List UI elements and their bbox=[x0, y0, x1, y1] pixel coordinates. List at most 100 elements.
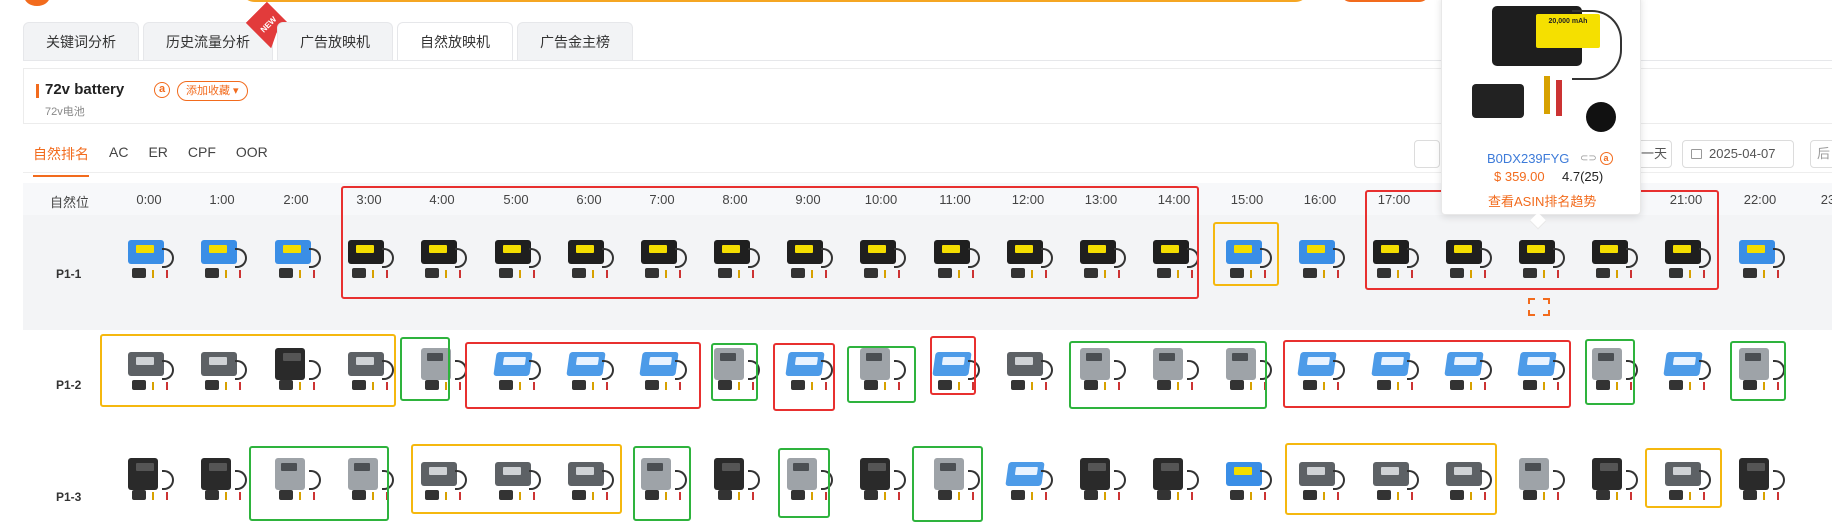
product-thumbnail[interactable] bbox=[195, 342, 249, 396]
product-thumbnail[interactable] bbox=[1586, 452, 1640, 506]
add-favorite-button[interactable]: 添加收藏 ▾ bbox=[177, 81, 248, 101]
thumbnail-charger bbox=[1303, 380, 1317, 390]
product-thumbnail[interactable] bbox=[928, 342, 982, 396]
product-thumbnail[interactable] bbox=[708, 342, 762, 396]
product-thumbnail[interactable] bbox=[1147, 452, 1201, 506]
top-search-strip bbox=[0, 0, 1832, 20]
product-thumbnail[interactable] bbox=[635, 342, 689, 396]
product-thumbnail[interactable] bbox=[415, 230, 469, 284]
product-thumbnail[interactable] bbox=[1001, 452, 1055, 506]
next-day-button[interactable]: 后 bbox=[1810, 140, 1832, 168]
product-thumbnail[interactable] bbox=[781, 342, 835, 396]
thumbnail-cable bbox=[455, 248, 467, 268]
product-thumbnail[interactable] bbox=[1733, 452, 1787, 506]
product-thumbnail[interactable] bbox=[708, 452, 762, 506]
product-thumbnail[interactable] bbox=[342, 452, 396, 506]
amazon-icon[interactable]: a bbox=[1599, 152, 1613, 165]
product-thumbnail[interactable] bbox=[562, 230, 616, 284]
product-thumbnail[interactable] bbox=[1513, 230, 1567, 284]
product-thumbnail[interactable] bbox=[1733, 342, 1787, 396]
product-thumbnail[interactable] bbox=[1367, 230, 1421, 284]
date-picker[interactable]: 2025-04-07 bbox=[1682, 140, 1794, 168]
product-thumbnail[interactable] bbox=[1074, 452, 1128, 506]
product-thumbnail[interactable] bbox=[195, 452, 249, 506]
product-thumbnail[interactable] bbox=[1293, 230, 1347, 284]
product-thumbnail[interactable] bbox=[1733, 230, 1787, 284]
product-thumbnail[interactable] bbox=[1147, 342, 1201, 396]
product-thumbnail[interactable] bbox=[489, 452, 543, 506]
calendar-icon bbox=[1691, 149, 1702, 159]
product-thumbnail[interactable] bbox=[195, 230, 249, 284]
product-thumbnail[interactable] bbox=[1586, 342, 1640, 396]
product-thumbnail[interactable] bbox=[269, 342, 323, 396]
product-thumbnail[interactable] bbox=[122, 230, 176, 284]
product-thumbnail[interactable] bbox=[489, 230, 543, 284]
product-thumbnail[interactable] bbox=[415, 342, 469, 396]
product-thumbnail[interactable] bbox=[269, 230, 323, 284]
product-thumbnail[interactable] bbox=[635, 452, 689, 506]
tab-oor[interactable]: OOR bbox=[235, 144, 268, 160]
search-input[interactable] bbox=[240, 0, 1310, 2]
tab-cpf[interactable]: CPF bbox=[187, 144, 216, 160]
thumbnail-box bbox=[1299, 240, 1335, 264]
tab-keyword-analysis[interactable]: 关键词分析 bbox=[23, 22, 139, 60]
product-thumbnail[interactable] bbox=[1513, 342, 1567, 396]
product-thumbnail[interactable] bbox=[928, 230, 982, 284]
thumbnail-charger bbox=[1523, 380, 1537, 390]
product-thumbnail[interactable] bbox=[781, 452, 835, 506]
product-thumbnail[interactable] bbox=[1440, 452, 1494, 506]
product-thumbnail[interactable] bbox=[1220, 230, 1274, 284]
product-thumbnail[interactable] bbox=[1659, 452, 1713, 506]
product-thumbnail[interactable] bbox=[1001, 230, 1055, 284]
product-thumbnail[interactable] bbox=[1074, 230, 1128, 284]
tab-ad-sponsor-rank[interactable]: 广告金主榜 bbox=[517, 22, 633, 60]
product-thumbnail[interactable] bbox=[708, 230, 762, 284]
search-button[interactable] bbox=[1340, 0, 1430, 2]
product-thumbnail[interactable] bbox=[1147, 230, 1201, 284]
tab-er[interactable]: ER bbox=[148, 144, 168, 160]
thumbnail-plugs bbox=[1689, 492, 1705, 500]
product-thumbnail[interactable] bbox=[342, 342, 396, 396]
amazon-icon[interactable]: a bbox=[154, 82, 170, 98]
product-thumbnail[interactable] bbox=[1220, 342, 1274, 396]
product-thumbnail[interactable] bbox=[1440, 230, 1494, 284]
screenshot-icon[interactable] bbox=[1528, 298, 1550, 316]
product-thumbnail[interactable] bbox=[562, 452, 616, 506]
product-thumbnail[interactable] bbox=[1001, 342, 1055, 396]
product-thumbnail[interactable] bbox=[1367, 342, 1421, 396]
product-thumbnail[interactable] bbox=[122, 342, 176, 396]
product-thumbnail[interactable] bbox=[1659, 230, 1713, 284]
tab-ac[interactable]: AC bbox=[109, 144, 129, 160]
tab-organic-projector[interactable]: 自然放映机 bbox=[397, 22, 513, 60]
product-thumbnail[interactable] bbox=[928, 452, 982, 506]
product-thumbnail[interactable] bbox=[781, 230, 835, 284]
product-thumbnail[interactable] bbox=[1293, 452, 1347, 506]
product-thumbnail[interactable] bbox=[415, 452, 469, 506]
product-thumbnail[interactable] bbox=[269, 452, 323, 506]
view-toggle-button[interactable] bbox=[1414, 140, 1440, 168]
product-thumbnail[interactable] bbox=[1586, 230, 1640, 284]
product-thumbnail[interactable] bbox=[1293, 342, 1347, 396]
product-thumbnail[interactable] bbox=[1513, 452, 1567, 506]
copy-icon[interactable]: ⊂⊃ bbox=[1580, 153, 1597, 164]
product-thumbnail[interactable] bbox=[1074, 342, 1128, 396]
product-thumbnail[interactable] bbox=[1440, 342, 1494, 396]
thumbnail-cable bbox=[162, 360, 174, 380]
product-thumbnail[interactable] bbox=[562, 342, 616, 396]
product-thumbnail[interactable] bbox=[1367, 452, 1421, 506]
product-thumbnail[interactable] bbox=[854, 230, 908, 284]
product-thumbnail[interactable] bbox=[1659, 342, 1713, 396]
product-thumbnail[interactable] bbox=[635, 230, 689, 284]
asin-link[interactable]: B0DX239FYG bbox=[1487, 151, 1570, 166]
product-thumbnail[interactable] bbox=[489, 342, 543, 396]
tab-organic-rank[interactable]: 自然排名 bbox=[33, 144, 89, 177]
product-thumbnail[interactable] bbox=[122, 452, 176, 506]
product-thumbnail[interactable] bbox=[1220, 452, 1274, 506]
asin-trend-link[interactable]: 查看ASIN排名趋势 bbox=[1488, 194, 1597, 209]
product-thumbnail[interactable] bbox=[342, 230, 396, 284]
product-thumbnail[interactable] bbox=[854, 342, 908, 396]
tab-ad-projector[interactable]: 广告放映机 bbox=[277, 22, 393, 60]
product-thumbnail[interactable] bbox=[854, 452, 908, 506]
product-image[interactable]: 20,000 mAh bbox=[1462, 6, 1622, 146]
